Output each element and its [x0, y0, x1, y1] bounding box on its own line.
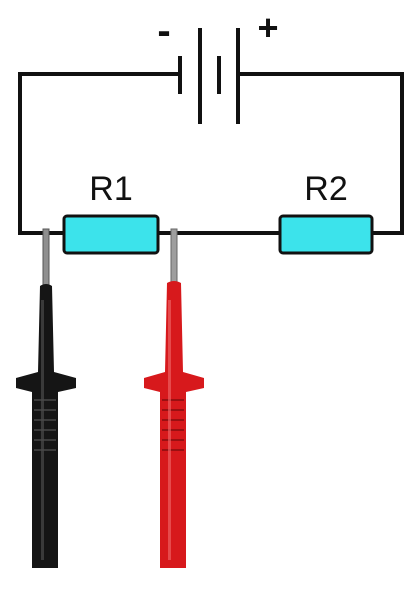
battery — [178, 28, 240, 124]
black-probe-highlight — [41, 300, 44, 560]
red-probe-tip — [170, 228, 178, 286]
black-probe-tip — [42, 228, 50, 290]
wire-left-top — [18, 72, 182, 235]
resistor-r2 — [278, 214, 374, 255]
red-probe-grip — [162, 399, 184, 451]
wire-right-top — [238, 72, 404, 235]
resistor-r2-label: R2 — [304, 170, 347, 208]
red-probe-body — [144, 281, 204, 568]
wire-loop — [18, 72, 404, 235]
resistor-r1-label: R1 — [89, 170, 132, 208]
red-probe — [144, 228, 204, 568]
red-probe-highlight — [168, 300, 171, 560]
black-probe-grip — [34, 399, 56, 451]
resistor-r1 — [62, 214, 160, 255]
battery-minus-label: - — [157, 9, 170, 53]
black-probe — [16, 228, 76, 568]
black-probe-body — [16, 284, 76, 568]
battery-plus-label: + — [257, 7, 278, 48]
